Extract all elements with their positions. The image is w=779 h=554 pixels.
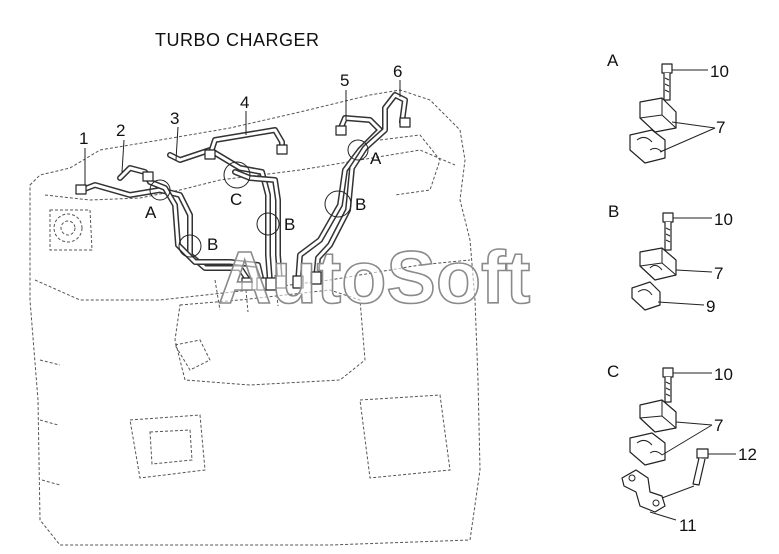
detail-b-bolt-shank — [664, 222, 672, 251]
callout-6: 6 — [393, 62, 402, 81]
detail-c-heading: C — [607, 362, 619, 381]
detail-c-label-7: 7 — [714, 416, 723, 435]
detail-c-bracket — [621, 469, 666, 513]
clamp-circles — [149, 139, 369, 258]
fuel-pipes — [75, 92, 411, 291]
detail-c: C 10 7 12 11 — [607, 362, 757, 535]
clamp-label-a2: A — [370, 149, 382, 168]
clamp-circle-b2 — [256, 212, 280, 236]
detail-c-label-12: 12 — [738, 445, 757, 464]
detail-c-bolt2-head — [696, 448, 709, 459]
callout-5: 5 — [340, 71, 349, 90]
clamp-label-c1: C — [230, 190, 242, 209]
diagram-title: TURBO CHARGER — [155, 30, 320, 50]
detail-c-bolt2-shank — [692, 457, 706, 486]
detail-a-bolt-shank — [663, 73, 671, 101]
clamp-circle-b1 — [178, 234, 202, 258]
detail-c-bolt-head — [662, 367, 674, 378]
detail-a-upper-clamp — [639, 97, 677, 133]
detail-a-bolt-head — [661, 63, 673, 74]
detail-a-label-10: 10 — [710, 62, 729, 81]
detail-b-heading: B — [608, 202, 619, 221]
detail-b-label-9: 9 — [706, 297, 715, 316]
callout-4: 4 — [240, 93, 249, 112]
clamp-circle-b3 — [324, 190, 352, 218]
clamp-label-b2: B — [284, 215, 295, 234]
detail-c-lower-clamp — [629, 432, 666, 466]
clamp-label-b3: B — [355, 195, 366, 214]
detail-c-label-11: 11 — [679, 516, 697, 535]
clamp-label-b1: B — [207, 235, 218, 254]
detail-b-label-10: 10 — [714, 210, 733, 229]
clamp-circle-a1 — [149, 179, 171, 201]
callout-1: 1 — [79, 129, 88, 148]
detail-a-lower-clamp — [629, 129, 666, 164]
detail-a: A 10 7 — [607, 51, 729, 164]
clamp-circle-c1 — [223, 161, 251, 189]
clamp-circle-a2 — [347, 139, 369, 161]
detail-b-bolt-head — [662, 212, 674, 223]
detail-b-lower-piece — [631, 281, 661, 311]
callout-2: 2 — [116, 121, 125, 140]
detail-b: B 10 7 9 — [608, 202, 733, 316]
detail-a-label-7: 7 — [716, 118, 725, 137]
detail-a-heading: A — [607, 51, 619, 70]
detail-b-label-7: 7 — [714, 264, 723, 283]
clamp-label-a1: A — [145, 203, 157, 222]
callouts — [84, 80, 401, 185]
detail-c-label-10: 10 — [714, 365, 733, 384]
callout-3: 3 — [170, 109, 179, 128]
watermark: AutoSoft — [218, 236, 530, 319]
